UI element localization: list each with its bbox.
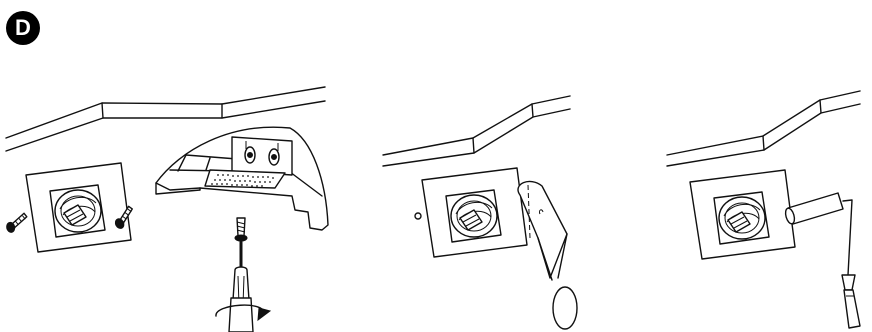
panel-fasten-bracket xyxy=(156,127,328,332)
panel-apply-filler xyxy=(383,96,577,329)
screw-icon xyxy=(4,213,29,233)
ceiling-edge xyxy=(383,96,570,166)
panel-paint-frame xyxy=(667,91,860,328)
lamp-frame xyxy=(26,163,131,252)
lamp-frame xyxy=(422,168,527,257)
ceiling-edge xyxy=(667,91,860,166)
lamp-frame xyxy=(690,170,795,259)
screw-icon xyxy=(235,218,247,241)
spatula-icon xyxy=(518,181,577,329)
screwdriver-icon xyxy=(229,240,253,332)
paint-roller-icon xyxy=(784,193,860,328)
